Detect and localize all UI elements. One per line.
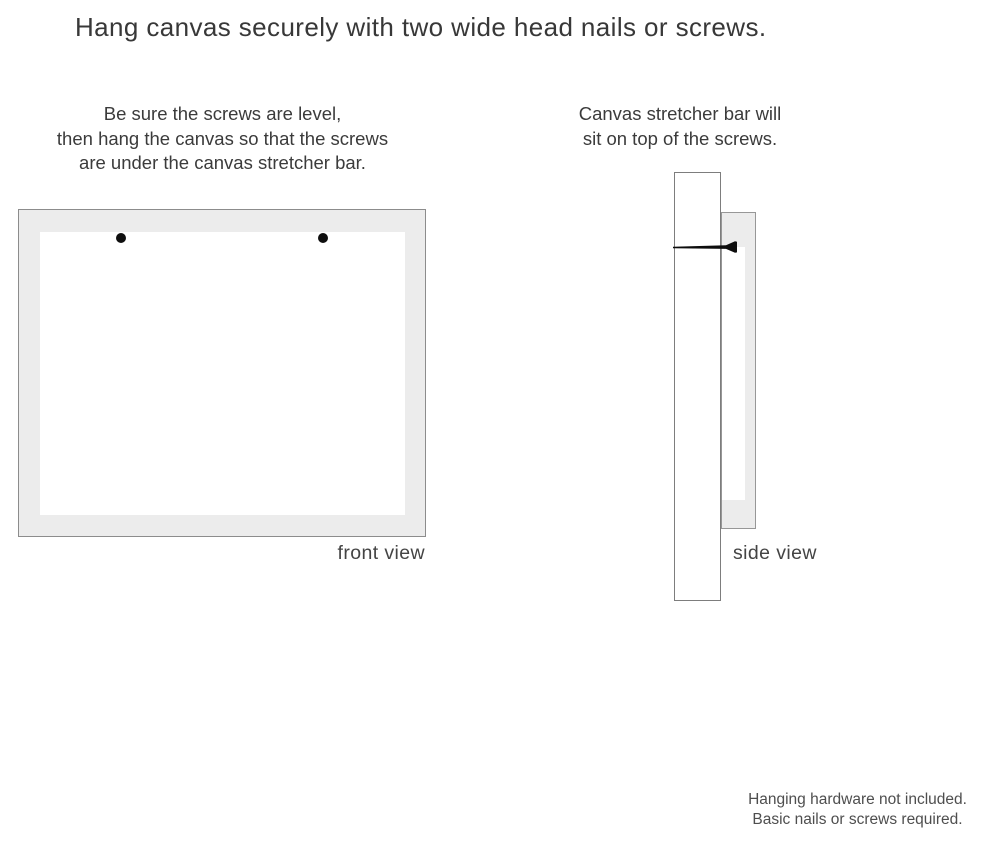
screw-dot-right [318,233,328,243]
front-instruction-line-1: Be sure the screws are level, [103,103,342,124]
front-view-canvas [18,209,426,537]
page-title: Hang canvas securely with two wide head … [75,12,767,42]
front-view-canvas-inner [40,232,405,515]
side-instruction-line-1: Canvas stretcher bar will [578,103,782,124]
screw-dot-left [116,233,126,243]
nail-icon [673,241,737,253]
side-view-label: side view [733,542,817,564]
footnote-line-2: Basic nails or screws required. [752,810,963,828]
side-instruction-text: Canvas stretcher bar will sit on top of … [550,102,810,151]
side-view-canvas [721,212,756,529]
front-instruction-line-2: then hang the canvas so that the screws [56,127,389,149]
side-instruction-line-2: sit on top of the screws. [582,127,778,149]
front-instruction-text: Be sure the screws are level, then hang … [30,102,415,176]
side-view-wall [674,172,721,601]
front-view-label: front view [337,542,425,564]
side-view-canvas-inner [722,247,745,500]
footnote-line-1: Hanging hardware not included. [748,791,967,808]
footnote-text: Hanging hardware not included. Basic nai… [735,790,980,829]
front-instruction-line-3: are under the canvas stretcher bar. [79,152,366,173]
